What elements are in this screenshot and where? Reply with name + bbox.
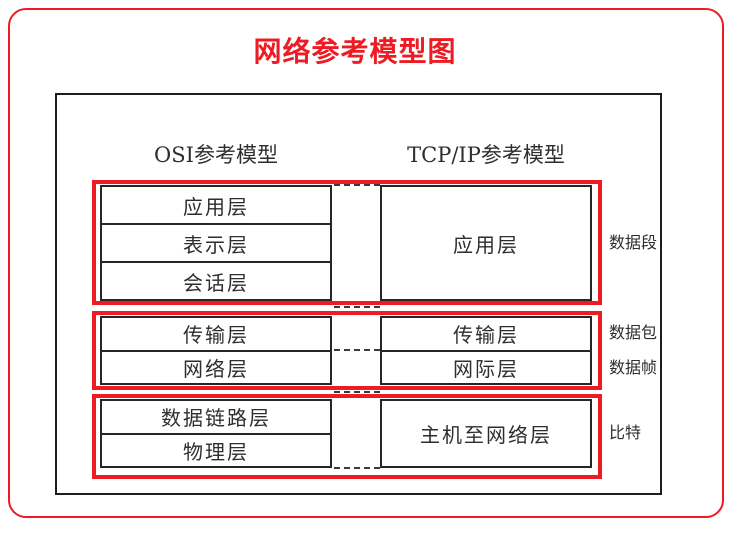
tcpip-model-header: TCP/IP参考模型	[407, 143, 565, 167]
group-box-link-physical-layers	[92, 394, 602, 479]
osi-transport-layer-cell: 传输层	[183, 323, 249, 348]
tcpip-host-to-network-layer-cell: 主机至网络层	[420, 423, 552, 447]
diagram-box: OSI参考模型 TCP/IP参考模型 应用层 表示层 会话层 传输层 网络层 数…	[55, 93, 662, 495]
dashed-connector-bottom	[334, 467, 380, 469]
tcpip-transport-layer-cell: 传输层	[453, 323, 519, 348]
tcpip-application-layer-cell: 应用层	[453, 232, 519, 257]
group-box-application-layers	[92, 180, 602, 305]
tcpip-middle-stack: 传输层 网际层	[380, 316, 592, 385]
osi-network-layer-cell: 网络层	[102, 349, 330, 384]
page-title: 网络参考模型图	[253, 36, 457, 67]
osi-lower-stack: 数据链路层 物理层	[100, 399, 332, 468]
pdu-label-packet: 数据包	[609, 323, 658, 342]
osi-upper-stack: 应用层 表示层 会话层	[100, 185, 332, 301]
tcpip-upper-stack: 应用层	[380, 185, 592, 301]
outer-red-frame	[8, 8, 724, 518]
pdu-label-frame: 数据帧	[609, 358, 658, 377]
osi-datalink-layer-cell: 数据链路层	[161, 406, 271, 431]
dashed-connector-transport-network	[334, 349, 380, 351]
osi-presentation-layer-cell: 表示层	[102, 223, 330, 261]
osi-session-layer-cell: 会话层	[102, 261, 330, 299]
osi-middle-stack: 传输层 网络层	[100, 316, 332, 385]
dashed-connector-session-transport	[334, 306, 380, 308]
pdu-label-segment: 数据段	[609, 233, 658, 252]
pdu-label-bit: 比特	[609, 423, 642, 442]
tcpip-lower-stack: 主机至网络层	[380, 399, 592, 468]
group-box-transport-network-layers	[92, 311, 602, 390]
dashed-connector-network-datalink	[334, 391, 380, 393]
osi-application-layer-cell: 应用层	[183, 194, 249, 219]
dashed-connector-top	[334, 184, 380, 186]
osi-physical-layer-cell: 物理层	[102, 432, 330, 467]
tcpip-internet-layer-cell: 网际层	[382, 349, 590, 384]
osi-model-header: OSI参考模型	[154, 143, 278, 167]
